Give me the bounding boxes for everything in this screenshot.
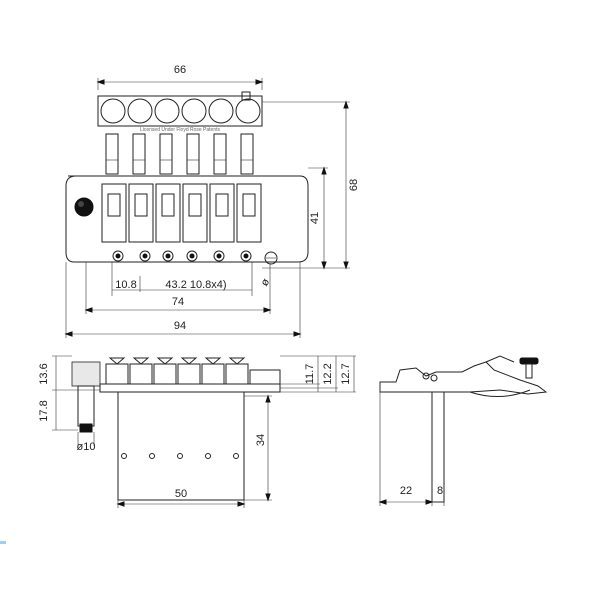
dim-66: 66 [96,64,264,90]
dim-12-7-label: 12.7 [340,363,352,384]
side-fine-tuner-screw [525,363,533,379]
patent-stamp: Licensed Under Floyd Rose Patents [140,127,221,133]
front-view: 13.6 17.8 ø10 11.7 12.2 12.7 [38,355,356,508]
fine-tuner-arm [485,355,515,363]
locking-stud [71,361,101,387]
dim-stud-dia-label: ø [259,276,273,288]
dim-68-label: 68 [348,179,360,191]
dim-13-6: 13.6 [38,355,72,390]
side-fine-tuner-knob [519,357,539,365]
dim-66-label: 66 [174,64,186,76]
dim-11-7-label: 11.7 [304,364,316,385]
dim-34: 34 [244,394,272,502]
dim-74: 74 [84,262,272,314]
top-view: 66 Licensed Under Floyd Rose Patents [64,64,360,338]
pivot-stud-right [264,251,278,265]
dim-74-label: 74 [172,296,184,308]
dim-phi10: ø10 [77,432,96,453]
spring-holes [121,453,239,459]
dim-13-6-label: 13.6 [38,363,50,384]
dim-34-label: 34 [255,434,267,446]
dim-41-label: 41 [309,212,321,224]
dim-8: 8 [431,485,445,506]
dim-right-stack: 11.7 12.2 12.7 [280,355,356,393]
pivot-stud-highlight [78,201,84,207]
dim-41: 41 [308,166,328,270]
dim-spacing: 10.8 43.2 10.8x4) [111,262,253,296]
front-base-plate [99,383,281,393]
dim-50: 50 [116,488,246,508]
dim-68: 68 [262,100,360,270]
fine-tuner-screws [105,133,254,175]
dim-50-label: 50 [175,488,187,500]
dim-8-label: 8 [437,485,443,497]
fine-tuner-knobs [97,91,263,127]
dim-94: 94 [64,262,302,338]
dim-17-8: 17.8 [38,389,100,431]
side-view: 22 8 [378,355,548,506]
sustain-block [117,391,245,501]
front-saddles [105,357,249,385]
pivot-stud-left [74,197,94,217]
base-plate [65,175,309,263]
front-edge [249,369,281,385]
stud-base [79,423,93,433]
dim-22: 22 [378,382,434,506]
side-plate [379,361,548,395]
side-plate-curve [469,389,531,397]
dim-12-2-label: 12.2 [322,363,334,384]
dim-17-8-label: 17.8 [38,400,50,421]
dim-94-label: 94 [174,320,186,332]
dim-43-2-label: 43.2 10.8x4) [165,279,226,291]
dim-22-label: 22 [400,485,412,497]
saddles [101,183,262,262]
dim-phi10-label: ø10 [77,441,96,453]
stud-shaft [77,385,95,427]
dim-10-8-label: 10.8 [115,279,136,291]
corner-mark [0,541,6,544]
